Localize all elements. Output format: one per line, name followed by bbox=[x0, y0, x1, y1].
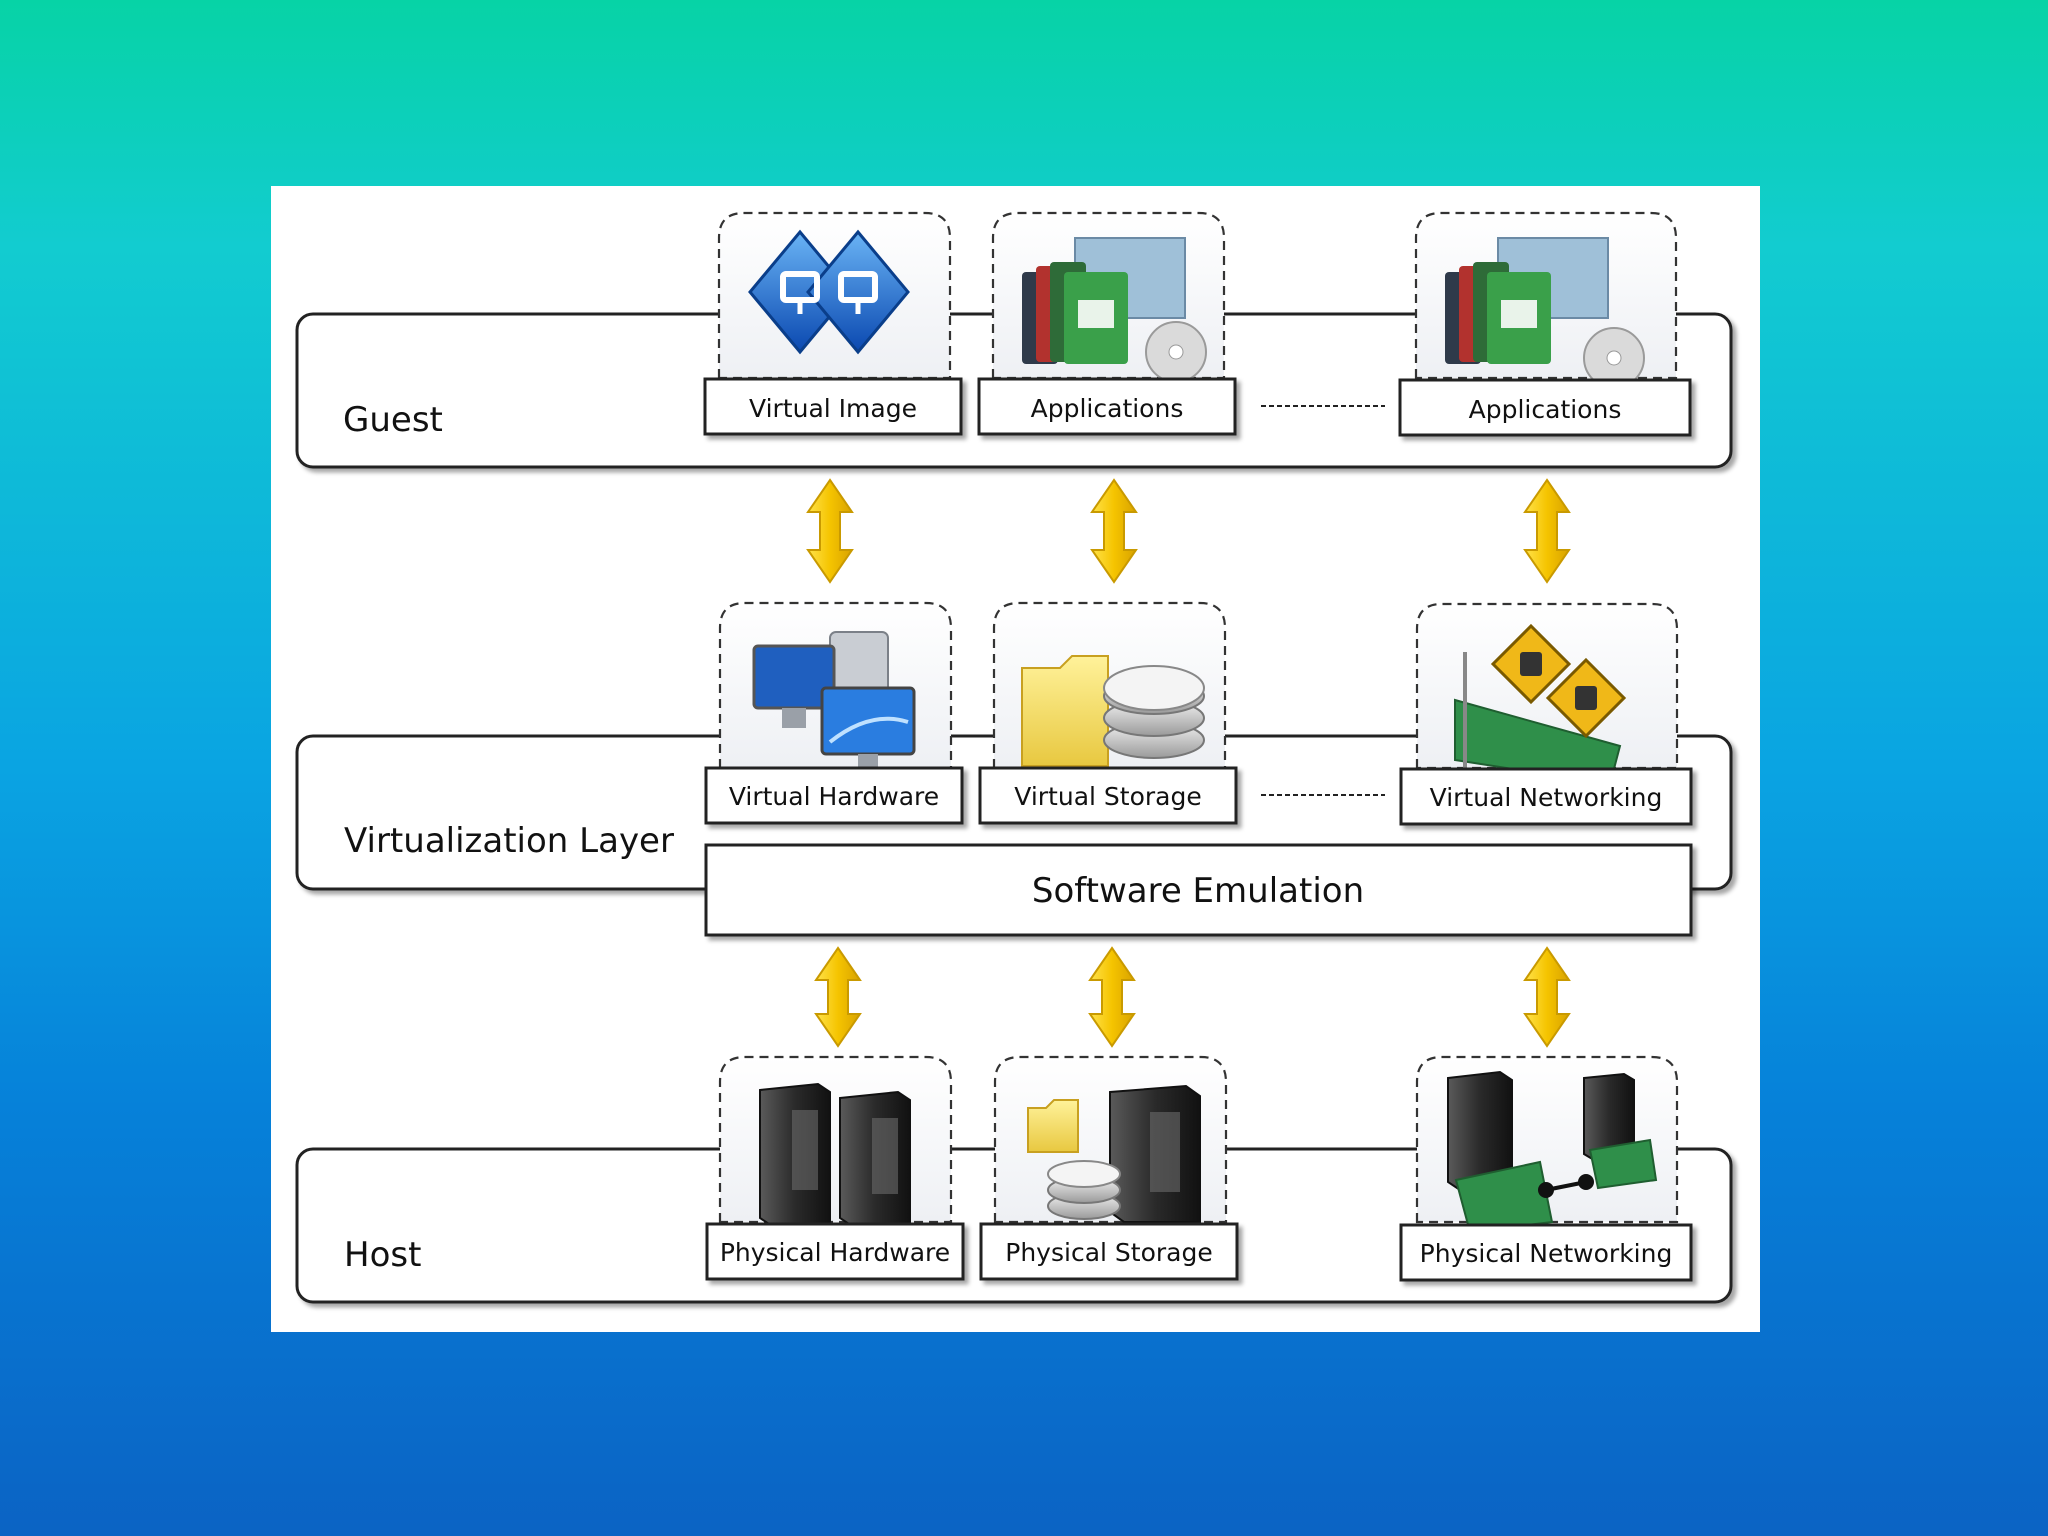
applications-icon bbox=[1022, 237, 1207, 383]
bidirectional-arrow-icon bbox=[1523, 478, 1571, 584]
network-card-icon bbox=[1454, 623, 1627, 786]
host-layer-label: Host bbox=[344, 1235, 421, 1275]
virtual-item-hardware: Virtual Hardware bbox=[704, 601, 964, 825]
folder-disk-icon bbox=[1021, 655, 1205, 767]
bidirectional-arrow-icon bbox=[1523, 946, 1571, 1048]
applications-icon bbox=[1445, 237, 1645, 389]
guest-item-label: Applications bbox=[1031, 394, 1184, 423]
network-servers-icon bbox=[1447, 1070, 1658, 1234]
guest-item-applications-1: Applications bbox=[977, 211, 1237, 436]
host-item-label: Physical Hardware bbox=[720, 1238, 950, 1267]
virtual-item-label: Virtual Networking bbox=[1430, 783, 1663, 812]
bidirectional-arrow-icon bbox=[1090, 478, 1138, 584]
virtual-item-label: Virtual Storage bbox=[1014, 782, 1201, 811]
guest-item-label: Virtual Image bbox=[749, 394, 917, 423]
host-item-networking: Physical Networking bbox=[1399, 1055, 1693, 1282]
bidirectional-arrow-icon bbox=[806, 478, 854, 584]
storage-server-icon bbox=[1027, 1084, 1201, 1223]
bidirectional-arrow-icon bbox=[814, 946, 862, 1048]
host-item-label: Physical Storage bbox=[1005, 1238, 1212, 1267]
guest-item-virtual-image: Virtual Image bbox=[703, 211, 963, 436]
virtual-image-icon bbox=[748, 229, 910, 355]
computer-icon bbox=[752, 631, 916, 768]
virtual-item-storage: Virtual Storage bbox=[978, 601, 1238, 825]
guest-item-label: Applications bbox=[1469, 395, 1622, 424]
virtualization-layer-label: Virtualization Layer bbox=[344, 821, 674, 861]
host-item-hardware: Physical Hardware bbox=[705, 1055, 965, 1281]
virtual-item-label: Virtual Hardware bbox=[729, 782, 939, 811]
host-item-storage: Physical Storage bbox=[979, 1055, 1239, 1281]
software-emulation-label: Software Emulation bbox=[1032, 871, 1364, 911]
guest-layer-label: Guest bbox=[343, 400, 443, 440]
virtual-item-networking: Virtual Networking bbox=[1399, 602, 1693, 826]
bidirectional-arrow-icon bbox=[1088, 946, 1136, 1048]
host-item-label: Physical Networking bbox=[1420, 1239, 1673, 1268]
server-tower-icon bbox=[759, 1082, 911, 1227]
guest-item-applications-2: Applications bbox=[1398, 211, 1692, 437]
software-emulation-bar: Software Emulation bbox=[704, 843, 1693, 937]
